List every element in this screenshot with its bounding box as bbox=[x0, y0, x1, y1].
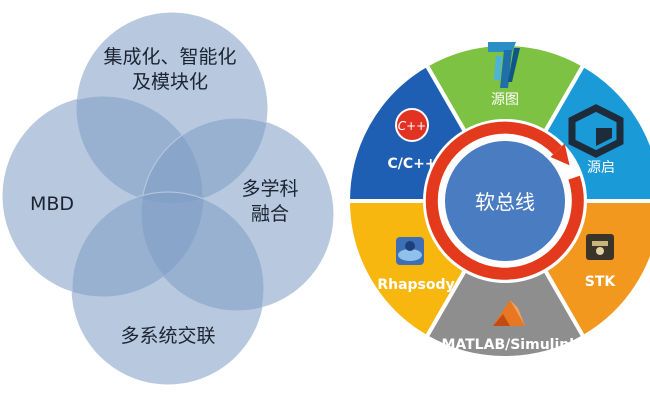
venn-label-top-line2: 及模块化 bbox=[132, 71, 208, 93]
venn-label-left: MBD bbox=[30, 193, 74, 215]
svg-text:C++: C++ bbox=[398, 119, 427, 133]
stk-satellite-icon bbox=[586, 234, 614, 260]
wheel-label-cpp: C/C++ bbox=[387, 156, 436, 172]
wheel-label-matlab: MATLAB/Simulink bbox=[441, 337, 579, 353]
venn-label-top-line1: 集成化、智能化 bbox=[103, 46, 236, 68]
matlab-logo-icon bbox=[493, 300, 525, 326]
wheel-label-rhapsody: Rhapsody bbox=[377, 277, 454, 293]
cpp-logo-icon: C++ bbox=[395, 108, 429, 142]
venn-label-right-line2: 融合 bbox=[251, 203, 289, 225]
yuantu-logo-icon bbox=[488, 42, 520, 88]
arrowhead-icon bbox=[550, 143, 570, 166]
venn-label-bottom: 多系统交联 bbox=[120, 325, 215, 347]
wheel-label-yuanqi: 源启 bbox=[587, 160, 615, 176]
wheel-center-hub bbox=[445, 141, 565, 261]
rhapsody-logo-icon bbox=[396, 237, 424, 265]
venn-circle-bottom bbox=[71, 191, 265, 385]
yuanqi-logo-icon bbox=[568, 104, 624, 158]
wheel-label-yuantu: 源图 bbox=[491, 92, 519, 108]
wheel-label-stk: STK bbox=[585, 274, 617, 290]
circular-arrow-icon bbox=[425, 121, 584, 280]
wheel-center-label: 软总线 bbox=[475, 190, 535, 214]
venn-diagram: 集成化、智能化 及模块化 MBD 多学科 融合 多系统交联 bbox=[2, 12, 334, 385]
venn-label-right-line1: 多学科 bbox=[241, 178, 298, 200]
